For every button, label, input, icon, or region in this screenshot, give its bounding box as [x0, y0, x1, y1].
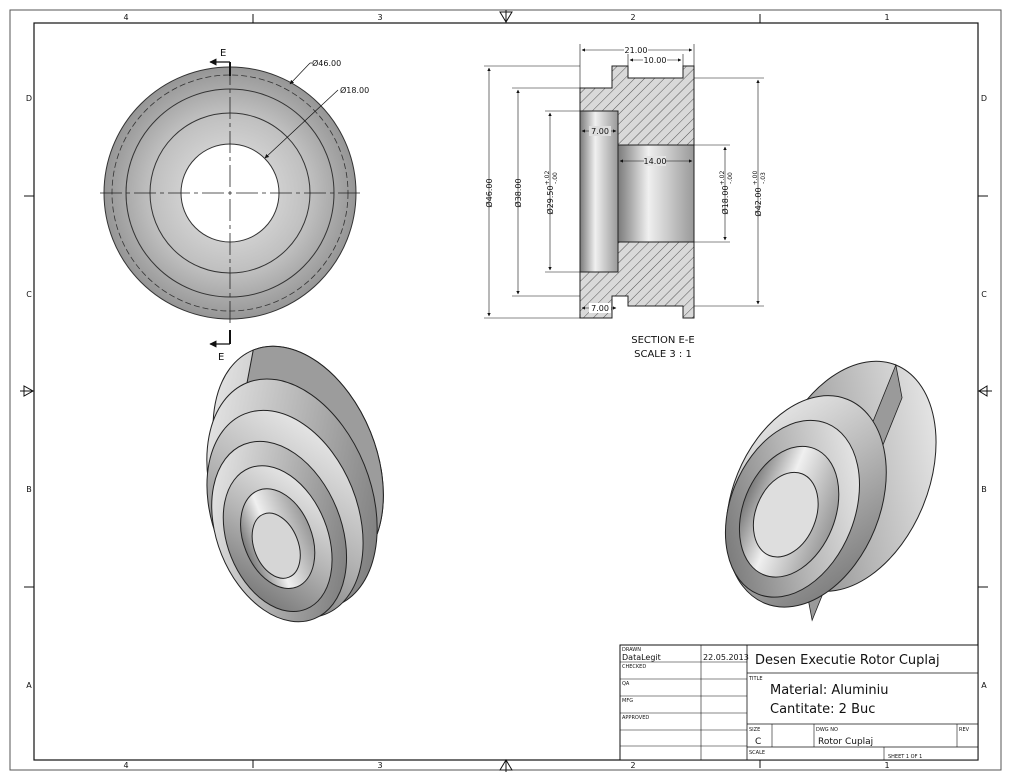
zone-labels: 4 3 2 1 4 3 2 1 D C B A D C B A — [26, 13, 987, 770]
dim-inner-diameter: Ø18.00 — [340, 85, 369, 95]
tb-material: Material: Aluminiu — [770, 683, 888, 698]
row-label: C — [981, 290, 987, 299]
tb-title-label: TITLE — [748, 676, 763, 682]
section-title: SECTION E-E — [631, 335, 694, 346]
tb-main-title: Desen Executie Rotor Cuplaj — [755, 653, 940, 668]
title-block: DRAWN DataLegit 22.05.2013 CHECKED QA MF… — [619, 644, 979, 761]
dim-dia-42-tol-upper: +.00 — [752, 171, 759, 186]
section-view: 21.00 10.00 7.00 14.00 7.00 Ø46.00 Ø38.0… — [484, 44, 767, 360]
tb-size-value: C — [755, 737, 761, 747]
dim-width-top: 10.00 — [644, 56, 667, 65]
col-label: 1 — [884, 761, 889, 770]
tb-drawn-label: DRAWN — [622, 647, 641, 653]
dim-dia-18: Ø18.00 — [720, 185, 730, 214]
tb-drawn-by: DataLegit — [622, 653, 661, 662]
tb-mfg-label: MFG — [622, 698, 633, 704]
row-label: A — [26, 681, 32, 690]
row-label: C — [26, 290, 32, 299]
row-label: D — [981, 94, 987, 103]
dim-dia-29-tol-upper: +.02 — [544, 171, 551, 186]
tb-qa-label: QA — [622, 681, 630, 687]
row-label: B — [26, 485, 32, 494]
col-label: 3 — [377, 13, 382, 22]
dim-dia-46: Ø46.00 — [484, 178, 494, 207]
iso-view-front — [206, 345, 384, 623]
dim-outer-diameter: Ø46.00 — [312, 58, 341, 68]
col-label: 2 — [630, 13, 635, 22]
row-label: A — [981, 681, 987, 690]
dim-dia-42-tol-lower: -.03 — [760, 172, 767, 184]
dim-dia-38: Ø38.00 — [513, 178, 523, 207]
col-label: 2 — [630, 761, 635, 770]
dim-width-total: 21.00 — [625, 46, 648, 55]
dim-dia-18-tol-upper: +.02 — [719, 171, 726, 186]
tb-size-label: SIZE — [749, 727, 760, 733]
section-scale: SCALE 3 : 1 — [634, 349, 692, 360]
iso-view-back — [724, 360, 937, 622]
dim-dia-29-tol-lower: -.00 — [552, 172, 559, 184]
row-label: B — [981, 485, 987, 494]
tb-dwg-no: Rotor Cuplaj — [818, 737, 873, 747]
cut-label-top: E — [220, 48, 226, 59]
tb-drawn-date: 22.05.2013 — [703, 653, 749, 662]
tb-rev-label: REV — [959, 727, 970, 733]
dim-bore-length: 14.00 — [644, 157, 667, 166]
tb-checked-label: CHECKED — [622, 664, 646, 670]
dim-recess-depth: 7.00 — [591, 127, 609, 136]
tb-quantity: Cantitate: 2 Buc — [770, 702, 875, 717]
col-label: 3 — [377, 761, 382, 770]
dim-bottom-depth: 7.00 — [591, 304, 609, 313]
col-label: 4 — [123, 761, 128, 770]
tb-approved-label: APPROVED — [622, 715, 649, 721]
row-label: D — [26, 94, 32, 103]
tb-scale-label: SCALE — [749, 750, 765, 756]
tb-dwg-no-label: DWG NO — [816, 727, 838, 733]
dim-dia-29: Ø29.50 — [545, 185, 555, 214]
cut-label-bottom: E — [218, 352, 224, 363]
front-view: E E Ø46.00 Ø18.00 — [100, 48, 369, 363]
tb-sheet: SHEET 1 OF 1 — [888, 754, 922, 760]
col-label: 4 — [123, 13, 128, 22]
dim-dia-42: Ø42.00 — [753, 187, 763, 216]
sheet-frame — [9, 9, 1002, 772]
dim-dia-18-tol-lower: -.00 — [727, 172, 734, 184]
col-label: 1 — [884, 13, 889, 22]
